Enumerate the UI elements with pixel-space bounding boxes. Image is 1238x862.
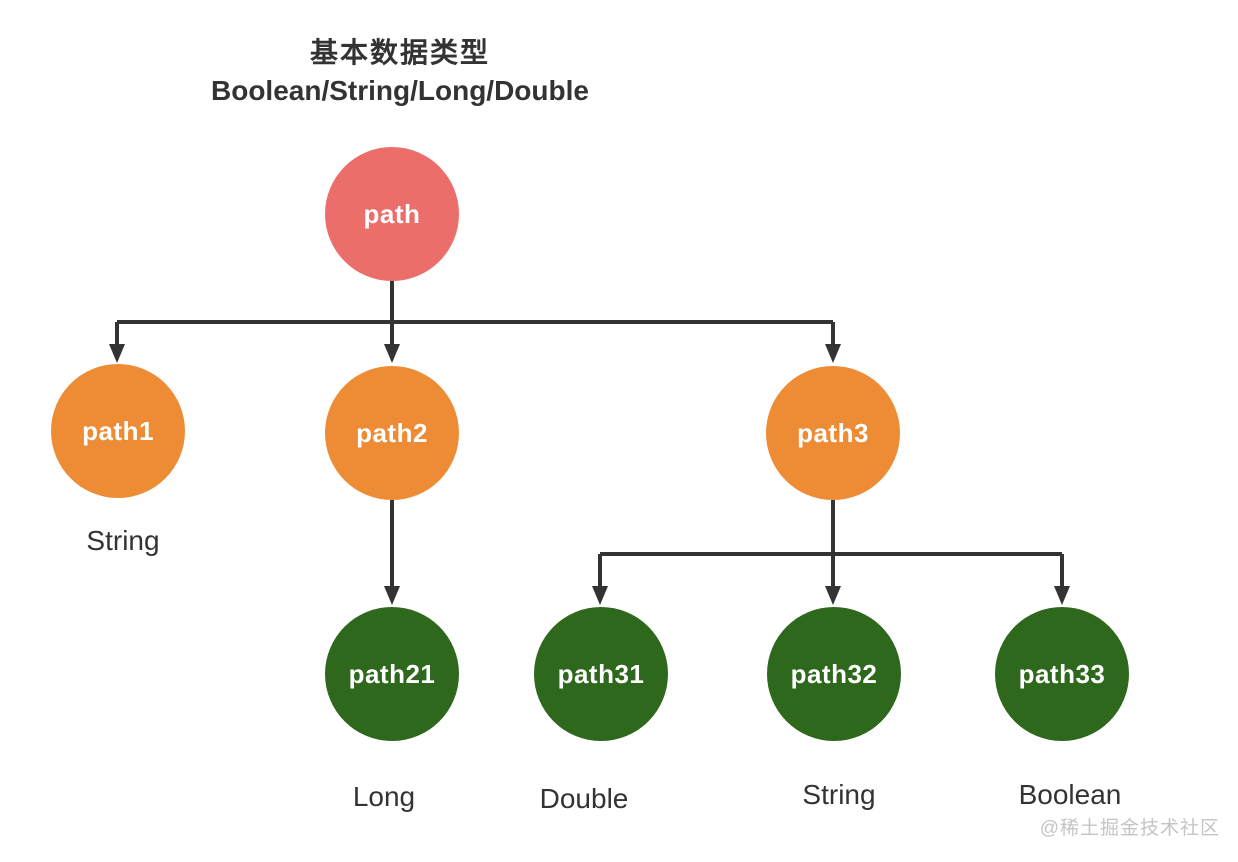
arrowhead-to-path21 bbox=[384, 586, 400, 605]
type-label-path31: Double bbox=[539, 783, 629, 814]
diagram-title: 基本数据类型 Boolean/String/Long/Double bbox=[88, 36, 712, 108]
type-label-path21: Long bbox=[352, 781, 416, 812]
node-path31-label: path31 bbox=[557, 658, 645, 689]
node-path3-label: path3 bbox=[797, 417, 869, 448]
node-path3: path3 bbox=[766, 366, 900, 500]
node-path33-label: path33 bbox=[1018, 658, 1106, 689]
node-path32: path32 bbox=[767, 607, 901, 741]
node-path2-label: path2 bbox=[356, 417, 428, 448]
type-label-path1: String bbox=[86, 525, 160, 556]
node-path: path bbox=[325, 147, 459, 281]
arrowhead-to-path2 bbox=[384, 344, 400, 363]
node-path31: path31 bbox=[534, 607, 668, 741]
edge-path2-to-path21 bbox=[384, 500, 400, 605]
node-path32-label: path32 bbox=[790, 658, 878, 689]
type-label-path33: Boolean bbox=[1018, 779, 1122, 810]
arrowhead-to-path31 bbox=[592, 586, 608, 605]
node-path-label: path bbox=[363, 198, 421, 229]
watermark: @稀土掘金技术社区 bbox=[1039, 818, 1220, 839]
arrowhead-to-path1 bbox=[109, 344, 125, 363]
edges-root-to-level1 bbox=[109, 280, 841, 363]
arrowhead-to-path3 bbox=[825, 344, 841, 363]
node-path21-label: path21 bbox=[348, 658, 436, 689]
edges-path3-to-level2 bbox=[592, 500, 1070, 605]
arrowhead-to-path32 bbox=[825, 586, 841, 605]
node-path1-label: path1 bbox=[82, 415, 154, 446]
type-label-path32: String bbox=[802, 779, 876, 810]
node-path21: path21 bbox=[325, 607, 459, 741]
node-path1: path1 bbox=[51, 364, 185, 498]
arrowhead-to-path33 bbox=[1054, 586, 1070, 605]
title-line-2: Boolean/String/Long/Double bbox=[211, 75, 589, 106]
title-line-1: 基本数据类型 bbox=[309, 37, 490, 68]
node-path2: path2 bbox=[325, 366, 459, 500]
node-path33: path33 bbox=[995, 607, 1129, 741]
